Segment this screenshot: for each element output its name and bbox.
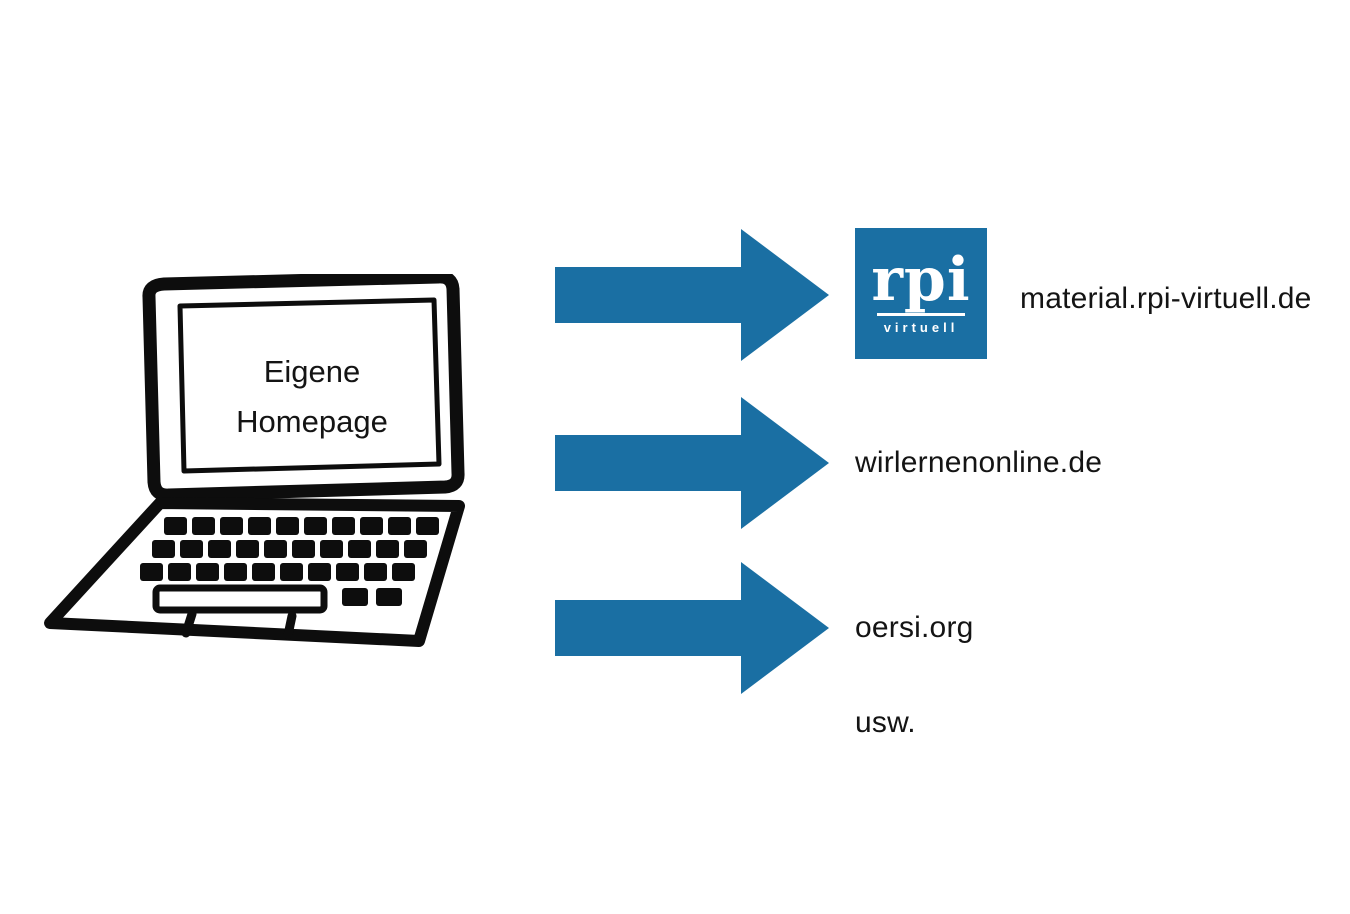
- target-label-wirlernenonline: wirlernenonline.de: [855, 446, 1103, 479]
- rpi-logo-wordmark: rpi: [871, 245, 971, 315]
- spacebar-outline: [152, 584, 328, 614]
- laptop-screen-label: Eigene Homepage: [180, 347, 444, 447]
- arrow-right-icon: [555, 229, 829, 361]
- rpi-virtuell-logo: rpi virtuell: [855, 228, 987, 359]
- etc-label: usw.: [855, 706, 916, 739]
- target-label-oersi: oersi.org: [855, 611, 974, 644]
- rpi-logo-divider: [877, 313, 965, 316]
- laptop-sketch-icon: [44, 274, 465, 647]
- arrow-right-icon: [555, 397, 829, 529]
- screen-label-line1: Eigene: [263, 354, 361, 389]
- keyboard-keys: [140, 517, 439, 606]
- rpi-logo-subtitle: virtuell: [883, 320, 959, 335]
- screen-label-line2: Homepage: [236, 404, 388, 439]
- target-label-rpi-virtuell: material.rpi-virtuell.de: [1020, 282, 1312, 315]
- arrow-right-icon: [555, 562, 829, 694]
- laptop-illustration: Eigene Homepage: [36, 274, 480, 664]
